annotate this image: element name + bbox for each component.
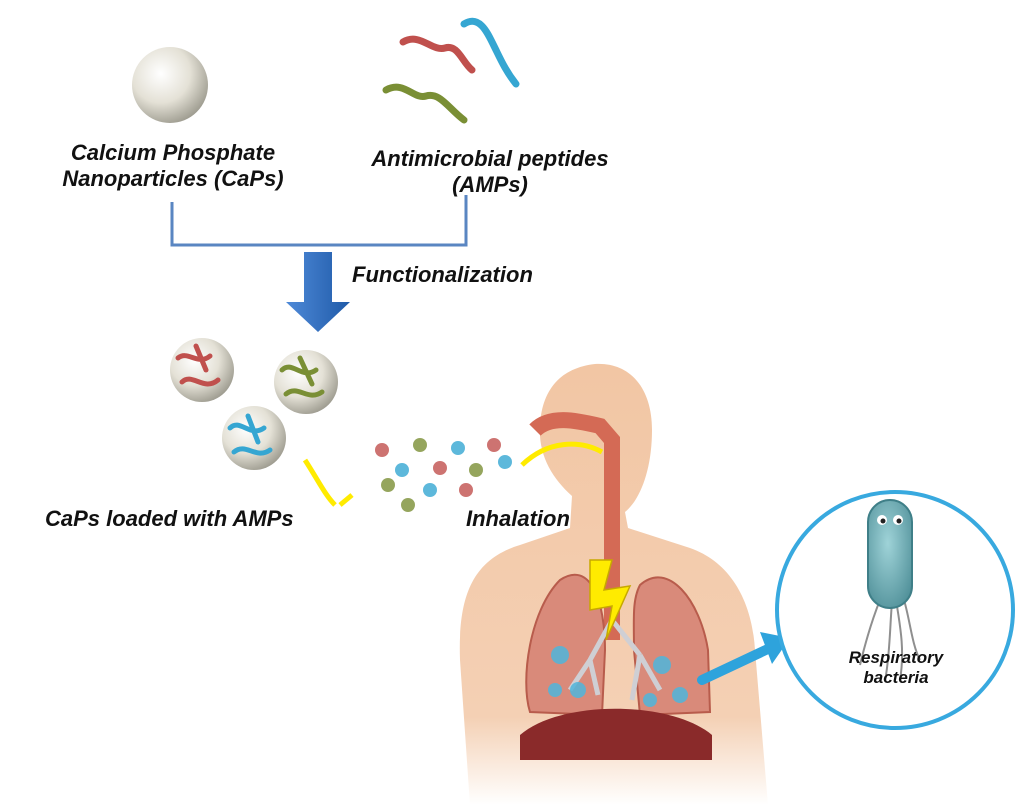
- combination-bracket: [170, 195, 468, 247]
- antimicrobial-peptides-label-line2: (AMPs): [452, 172, 528, 198]
- respiratory-bacteria-label-line1: Respiratory: [848, 648, 944, 667]
- airflow-arrow-icon: [302, 441, 604, 507]
- calcium-phosphate-label-line1: Calcium Phosphate: [70, 140, 276, 165]
- loaded-nanoparticles-icon: [170, 338, 338, 470]
- respiratory-bacteria-label: Respiratory bacteria: [826, 648, 966, 689]
- antimicrobial-peptides-label: Antimicrobial peptides (AMPs): [340, 146, 640, 199]
- bacterium-icon: [859, 499, 921, 681]
- human-body-illustration: [459, 363, 768, 805]
- lightning-bolt-icon: [589, 559, 632, 641]
- bacteria-inset-circle: [775, 490, 1015, 730]
- calcium-phosphate-label: Calcium Phosphate Nanoparticles (CaPs): [28, 140, 318, 193]
- caps-loaded-label: CaPs loaded with AMPs: [45, 506, 294, 531]
- inhaled-particles-cloud: [375, 438, 512, 512]
- antimicrobial-peptides-icon: [382, 18, 520, 124]
- bacteria-pointer-arrow-icon: [697, 643, 775, 685]
- antimicrobial-peptides-label-line1: Antimicrobial peptides: [371, 146, 609, 171]
- functionalization-label: Functionalization: [352, 262, 533, 287]
- inhalation-label: Inhalation: [466, 506, 570, 531]
- calcium-phosphate-label-line2: Nanoparticles (CaPs): [62, 166, 284, 192]
- calcium-phosphate-nanoparticle-icon: [132, 47, 208, 123]
- respiratory-bacteria-label-line2: bacteria: [863, 668, 929, 688]
- functionalization-arrow-icon: [286, 252, 350, 332]
